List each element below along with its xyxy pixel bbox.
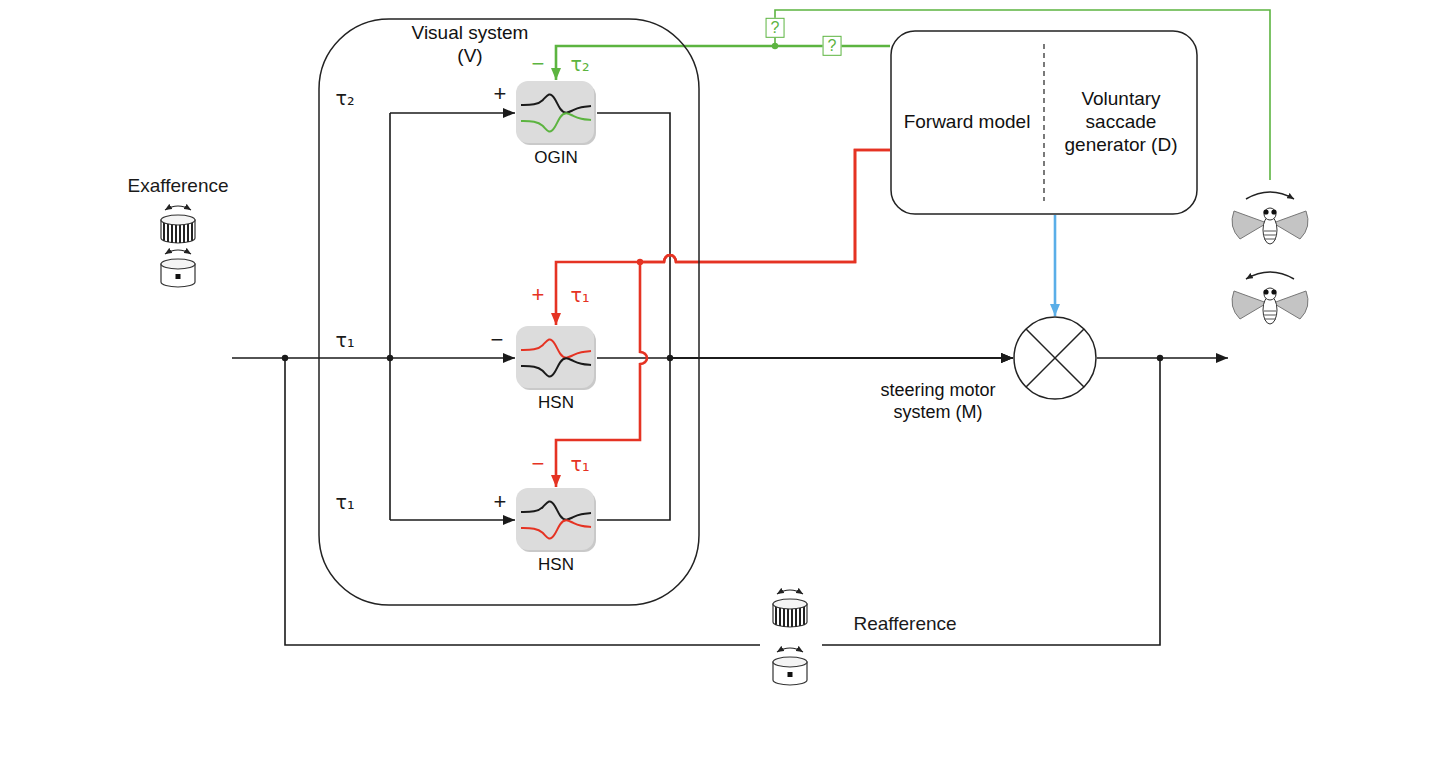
signal-connector (1054, 215, 1057, 316)
node-outline (515, 487, 597, 553)
sign-label: − (532, 51, 545, 77)
time-constant: τ₂ (335, 87, 354, 110)
reafference-loop (285, 358, 760, 645)
input-branch (389, 113, 391, 520)
time-constant: τ₁ (335, 491, 354, 514)
node-outline (515, 325, 597, 391)
dot-drum-icon (773, 648, 807, 685)
time-constant: τ₁ (570, 284, 589, 307)
sign-label: + (494, 489, 507, 515)
dot-drum-icon (161, 250, 195, 287)
node-outline (318, 18, 700, 606)
question-mark: ? (823, 36, 842, 56)
reafference-loop (822, 358, 1160, 645)
neuron-label: HSN (505, 393, 607, 413)
time-constant: τ₂ (570, 53, 589, 76)
striped-drum-icon (161, 206, 195, 243)
sign-label: + (494, 81, 507, 107)
neuron-box: HSN (515, 325, 597, 391)
time-constant: τ₁ (335, 329, 354, 352)
fly-icon (1232, 192, 1308, 244)
fly-icon (1232, 272, 1308, 324)
signal-connector (556, 150, 890, 487)
controller-label: Voluntary saccade generator (D) (1054, 88, 1188, 156)
signal-connector (597, 358, 1013, 520)
junction-dot (387, 355, 393, 361)
signal-connector (556, 150, 890, 325)
signal-name: Reafference (853, 613, 956, 636)
time-constant: τ₁ (570, 453, 589, 476)
system-region: OGINHSNHSNVisual system (V) (318, 18, 700, 606)
neuron-box: HSN (515, 487, 597, 553)
striped-drum-icon (773, 590, 807, 627)
question-mark: ? (766, 18, 785, 38)
region-title: Visual system (V) (400, 22, 540, 68)
motor-label: steering motor system (M) (863, 380, 1013, 423)
signal-name: Exafference (127, 175, 228, 198)
controller-box: Forward model Voluntary saccade generator… (890, 30, 1198, 215)
sign-label: − (491, 327, 504, 353)
neuron-label: OGIN (505, 148, 607, 168)
neuron-label: HSN (505, 555, 607, 575)
input-line (390, 519, 515, 521)
node-outline (515, 80, 597, 146)
node-outline (1013, 316, 1097, 400)
controller-label: Forward model (904, 111, 1031, 134)
input-line (390, 112, 515, 114)
summing-junction: steering motor system (M) (1013, 316, 1097, 400)
sign-label: − (532, 451, 545, 477)
input-line (232, 357, 515, 359)
neuron-box: OGIN (515, 80, 597, 146)
sign-label: + (532, 282, 545, 308)
